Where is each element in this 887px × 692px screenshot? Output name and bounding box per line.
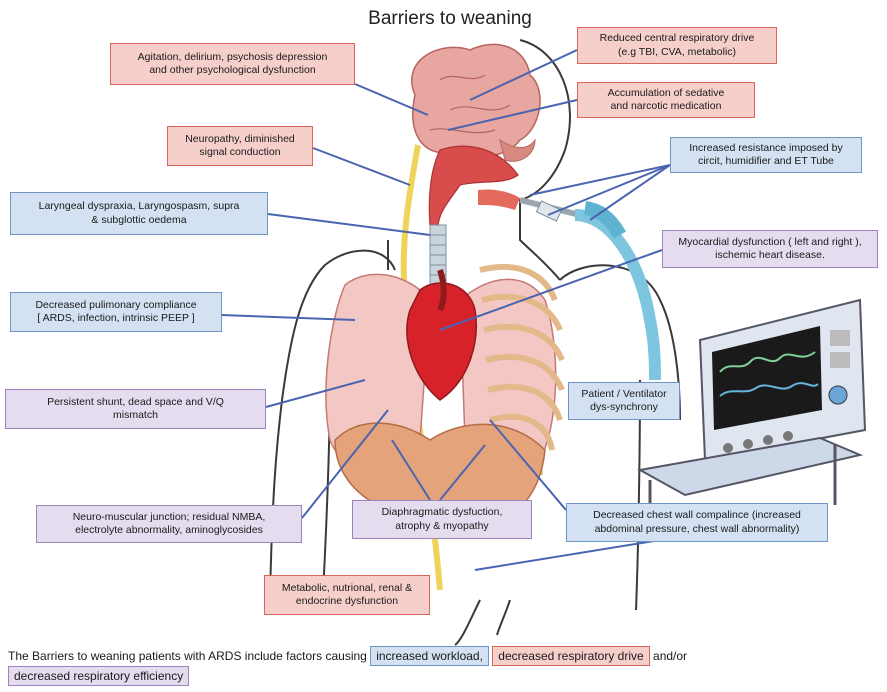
- label-diaphragm: Diaphragmatic dysfuction, atrophy & myop…: [352, 500, 532, 539]
- legend-decreased-efficiency: decreased respiratory efficiency: [8, 666, 189, 686]
- caption-lead: The Barriers to weaning patients with AR…: [8, 649, 367, 663]
- label-dyssync: Patient / Ventilator dys-synchrony: [568, 382, 680, 420]
- brain: [412, 44, 540, 161]
- figure-caption: The Barriers to weaning patients with AR…: [8, 646, 880, 686]
- label-resistance: Increased resistance imposed by circit, …: [670, 137, 862, 173]
- label-metabolic: Metabolic, nutrional, renal & endocrine …: [264, 575, 430, 615]
- label-compliance: Decreased pulimonary compliance [ ARDS, …: [10, 292, 222, 332]
- label-central-drive: Reduced central respiratory drive (e.g T…: [577, 27, 777, 64]
- label-neuropathy: Neuropathy, diminished signal conduction: [167, 126, 313, 166]
- label-shunt: Persistent shunt, dead space and V/Q mis…: [5, 389, 266, 429]
- legend-increased-workload: increased workload,: [370, 646, 489, 666]
- caption-joiner: and/or: [653, 649, 687, 663]
- label-sedative: Accumulation of sedative and narcotic me…: [577, 82, 755, 118]
- diagram-title: Barriers to weaning: [340, 8, 560, 30]
- label-nmj: Neuro-muscular junction; residual NMBA, …: [36, 505, 302, 543]
- legend-decreased-drive: decreased respiratory drive: [492, 646, 649, 666]
- label-chest-wall: Decreased chest wall compalince (increas…: [566, 503, 828, 542]
- label-myocardial: Myocardial dysfunction ( left and right …: [662, 230, 878, 268]
- label-laryngeal: Laryngeal dyspraxia, Laryngospasm, supra…: [10, 192, 268, 235]
- label-agitation: Agitation, delirium, psychosis depressio…: [110, 43, 355, 85]
